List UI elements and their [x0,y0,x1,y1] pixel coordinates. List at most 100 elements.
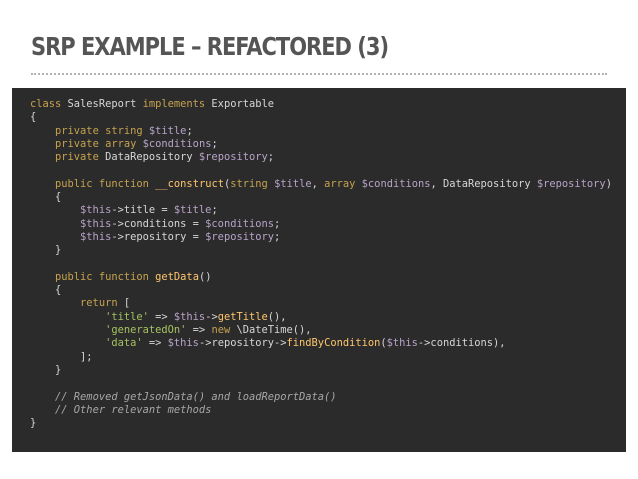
code-token [30,271,55,283]
code-token [30,311,105,323]
code-token [30,178,55,190]
code-line: $this->title = $title; [30,204,612,217]
code-token: $title [173,204,212,217]
code-token: } [30,417,37,430]
code-line: $this->conditions = $conditions; [30,218,612,231]
code-line [30,258,612,271]
code-token: $title [274,177,312,190]
code-token: $title [148,124,187,137]
code-line: class SalesReport implements Exportable [30,98,612,111]
code-token: ) [605,177,612,190]
code-token: $this [80,204,112,217]
code-token: getTitle [217,310,268,323]
code-token: DataRepository [98,151,199,164]
code-token: private [55,124,99,137]
code-token: // Removed getJsonData() and loadReportD… [55,390,337,403]
code-block: class SalesReport implements Exportable{… [30,98,612,430]
code-token: $this [80,230,112,243]
code-line: public function __construct(string $titl… [30,178,612,191]
code-token: ; [211,204,218,217]
code-token: function [98,270,149,283]
code-token: 'data' [105,337,143,350]
code-token: function [98,177,149,190]
code-token: class [30,98,62,110]
code-token: ; [267,151,275,164]
code-token: array [324,177,356,190]
code-token: => [148,310,174,323]
code-token: ->repository = [111,230,206,243]
code-token: $repository [536,177,606,190]
code-token: string [105,124,143,137]
code-line: } [30,364,612,377]
code-token: SalesReport [61,98,143,110]
code-token: ->title = [111,204,174,217]
code-token: (), [267,310,287,323]
code-line: { [30,191,612,204]
code-token: 'generatedOn' [105,324,187,337]
code-line: 'title' => $this->getTitle(), [30,311,612,324]
code-token: $this [386,337,418,350]
code-token [30,231,80,243]
code-token [30,337,105,349]
code-token: ( [223,177,231,190]
code-token: getData [155,270,199,283]
code-token: ->conditions = [111,217,206,230]
code-token: new [211,324,231,337]
code-line: // Removed getJsonData() and loadReportD… [30,391,612,404]
code-panel: class SalesReport implements Exportable{… [12,88,626,452]
code-token: { [30,191,62,204]
code-token: findByCondition [286,337,381,350]
code-token [30,125,55,137]
code-token: ; [274,230,281,243]
code-token: { [30,111,37,124]
code-token: ; [186,124,193,137]
code-line: $this->repository = $repository; [30,231,612,244]
code-token: public [55,270,93,283]
code-token: => [142,337,168,350]
code-line [30,164,612,177]
code-token: Exportable [205,98,274,110]
code-token [30,218,80,230]
code-token [30,391,55,403]
code-line: { [30,284,612,297]
code-token: { [30,284,62,297]
title-divider [31,73,607,75]
code-token [30,151,55,163]
code-token: ->conditions), [417,337,506,350]
code-token: } [30,363,62,376]
code-line: private DataRepository $repository; [30,151,612,164]
code-token [30,138,55,150]
code-line: private string $title; [30,125,612,138]
code-token [30,404,55,416]
code-line: 'generatedOn' => new \DateTime(), [30,324,612,337]
code-line: public function getData() [30,271,612,284]
code-token: ; [274,217,281,230]
code-token: private [55,137,99,150]
code-token: // Other relevant methods [55,403,212,416]
code-line: private array $conditions; [30,138,612,151]
code-line [30,377,612,390]
code-token: $conditions [361,177,431,190]
code-line: return [ [30,297,612,310]
code-token: $conditions [205,217,274,230]
code-line: // Other relevant methods [30,404,612,417]
code-token: , DataRepository [430,177,537,190]
code-token: public [55,177,93,190]
code-token: $this [80,217,112,230]
code-token: $this [173,310,206,323]
code-token: ]; [30,350,93,363]
code-line: } [30,244,612,257]
code-token: 'title' [105,310,149,323]
code-line: 'data' => $this->repository->findByCondi… [30,337,612,350]
code-token: () [198,270,212,283]
code-token: string [230,177,268,190]
code-token: ; [211,137,218,150]
code-token: } [30,244,62,257]
code-token: return [80,297,118,310]
code-line: } [30,417,612,430]
code-token: [ [117,297,131,310]
code-line: { [30,111,612,124]
code-token [30,204,80,216]
code-token: $repository [205,230,274,243]
code-token: __construct [155,177,224,190]
